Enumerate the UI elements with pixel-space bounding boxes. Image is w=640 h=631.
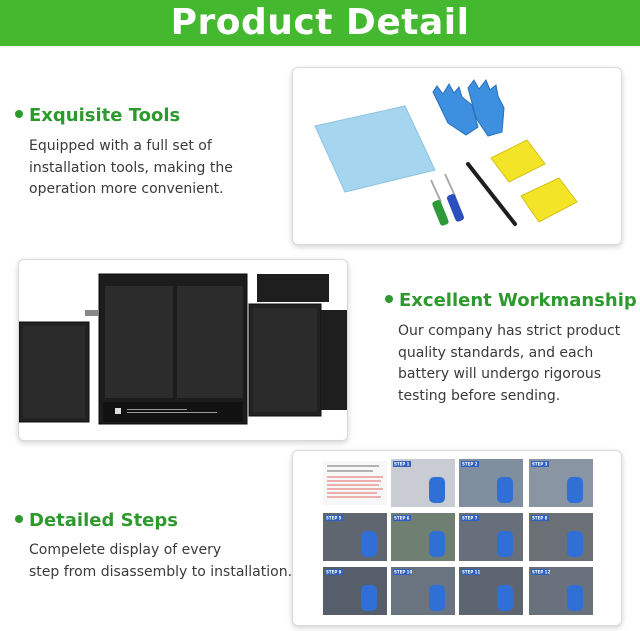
step-photo: STEP 1	[391, 459, 455, 507]
description-line: installation tools, making the	[29, 159, 233, 176]
step-tag	[325, 515, 343, 521]
glove-hand	[361, 531, 377, 557]
bullet-icon	[385, 295, 393, 303]
step-tag	[531, 569, 549, 575]
step-tag	[461, 515, 479, 521]
bullet-icon	[15, 515, 23, 523]
glove-hand	[497, 477, 513, 503]
step-tag	[531, 461, 549, 467]
step-photo: STEP 6	[391, 513, 455, 561]
glove-hand	[497, 531, 513, 557]
screwdriver-icon	[430, 173, 464, 226]
step-label: STEP 7	[462, 516, 478, 521]
step-label: STEP 9	[326, 570, 342, 575]
step-label: STEP 3	[532, 462, 548, 467]
header-banner	[0, 0, 640, 46]
glove-hand	[497, 585, 513, 611]
protective-film-icon	[314, 105, 436, 193]
step-tag	[461, 569, 479, 575]
instructions-text-block	[323, 461, 387, 505]
step-tag	[325, 569, 343, 575]
glove-hand	[567, 477, 583, 503]
step-label: STEP 6	[394, 516, 410, 521]
step-photo: STEP 9	[323, 567, 387, 615]
step-photo: STEP 3	[529, 459, 593, 507]
feature-description-workmanship: Our company has strict product quality s…	[398, 321, 620, 407]
step-tag	[393, 515, 411, 521]
step-label: STEP 5	[326, 516, 342, 521]
pry-card-icon	[490, 139, 546, 183]
step-tag	[393, 569, 411, 575]
glove-hand	[429, 585, 445, 611]
feature-title-tools: Exquisite Tools	[15, 105, 180, 127]
step-photo: STEP 12	[529, 567, 593, 615]
description-line: Our company has strict product	[398, 323, 621, 339]
feature-description-steps: Compelete display of every step from dis…	[29, 540, 292, 583]
step-photo: STEP 11	[459, 567, 523, 615]
step-label: STEP 12	[532, 570, 550, 575]
glove-hand	[429, 531, 445, 557]
description-line: testing before sending.	[398, 387, 561, 404]
step-label: STEP 11	[462, 570, 480, 575]
step-tag	[531, 515, 549, 521]
step-label: STEP 1	[394, 462, 410, 467]
glove-hand	[361, 585, 377, 611]
feature-title-text: Detailed Steps	[29, 510, 178, 531]
step-photo-grid: STEP 1 STEP 2 STEP 3 STEP 5 STEP 6 STEP 7 STEP…	[323, 459, 593, 615]
feature-title-workmanship: Excellent Workmanship	[385, 290, 637, 312]
feature-title-text: Excellent Workmanship	[399, 290, 637, 311]
step-tag	[393, 461, 411, 467]
step-label: STEP 8	[532, 516, 548, 521]
description-line: Compelete display of every	[29, 542, 222, 558]
glove-hand	[429, 477, 445, 503]
battery-icon	[19, 273, 347, 425]
step-photo: STEP 7	[459, 513, 523, 561]
pry-card-icon	[520, 177, 578, 223]
installation-steps-image: STEP 1 STEP 2 STEP 3 STEP 5 STEP 6 STEP 7 STEP…	[292, 450, 622, 626]
description-line: Equipped with a full set of	[29, 138, 212, 154]
step-photo: STEP 2	[459, 459, 523, 507]
description-line: step from disassembly to installation.	[29, 563, 293, 580]
battery-image	[18, 259, 348, 441]
step-photo: STEP 10	[391, 567, 455, 615]
step-photo: STEP 8	[529, 513, 593, 561]
spudger-icon	[466, 162, 517, 226]
tools-image	[292, 67, 622, 245]
description-line: operation more convenient.	[29, 181, 224, 197]
description-line: quality standards, and each	[398, 344, 594, 361]
glove-hand	[567, 531, 583, 557]
step-photo: STEP 5	[323, 513, 387, 561]
step-tag	[461, 461, 479, 467]
page-title: Product Detail	[170, 2, 470, 43]
gloves-icon	[432, 79, 505, 137]
glove-hand	[567, 585, 583, 611]
description-line: battery will undergo rigorous	[398, 366, 602, 382]
step-label: STEP 2	[462, 462, 478, 467]
feature-title-text: Exquisite Tools	[29, 105, 181, 126]
step-label: STEP 10	[394, 570, 412, 575]
bullet-icon	[15, 110, 23, 118]
feature-title-steps: Detailed Steps	[15, 510, 178, 532]
feature-description-tools: Equipped with a full set of installation…	[29, 136, 233, 201]
